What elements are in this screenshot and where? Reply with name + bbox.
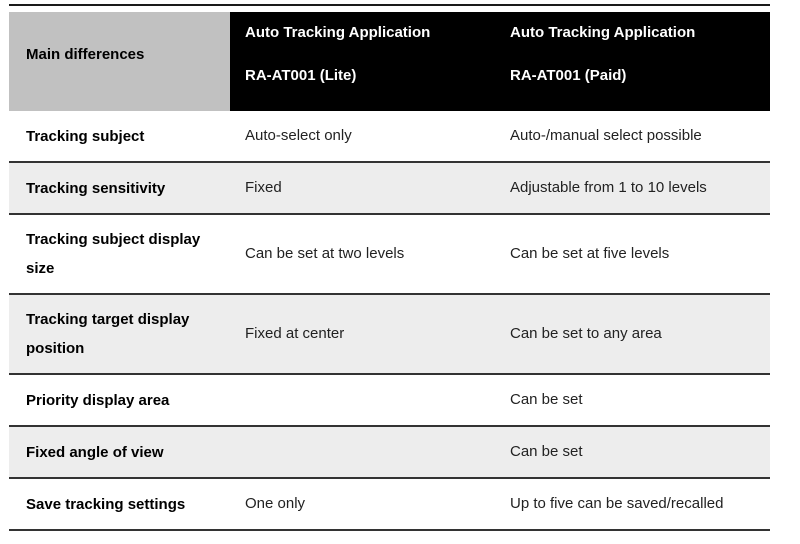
paid-value-cell: Auto-/manual select possible (510, 127, 702, 144)
header-corner-cell: Main differences (9, 12, 230, 111)
lite-value-cell: Can be set at two levels (245, 245, 405, 262)
lite-value-cell: One only (245, 495, 306, 512)
header-corner-label: Main differences (26, 46, 145, 63)
table-row: Fixed angle of view Can be set (9, 427, 770, 479)
table-body: Tracking subject Auto-select only Auto-/ma… (9, 111, 770, 531)
header-col-lite-subtitle: RA-AT001 (Lite) (245, 67, 357, 84)
table-row: Tracking subject display size Can be set … (9, 215, 770, 295)
comparison-table: Main differences Auto Tracking Applicati… (9, 4, 770, 531)
paid-value-cell: Up to five can be saved/recalled (510, 495, 724, 512)
table-row: Save tracking settings One only Up to five… (9, 479, 770, 531)
paid-value-cell: Can be set to any area (510, 325, 662, 342)
row-label-cell: Priority display area (26, 391, 170, 409)
table-header: Main differences Auto Tracking Applicati… (9, 12, 770, 111)
lite-value-cell: Auto-select only (245, 127, 352, 144)
lite-value-cell: Fixed at center (245, 325, 345, 342)
header-col-lite-title: Auto Tracking Application (245, 24, 431, 41)
header-col-paid-title: Auto Tracking Application (510, 24, 696, 41)
table-row: Priority display area Can be set (9, 375, 770, 427)
table-row: Tracking target display position Fixed at… (9, 295, 770, 375)
row-label-cell: Tracking target display position (26, 311, 190, 357)
paid-value-cell: Can be set (510, 443, 583, 460)
header-col-paid-subtitle: RA-AT001 (Paid) (510, 67, 627, 84)
lite-value-cell (230, 390, 495, 410)
paid-value-cell: Adjustable from 1 to 10 levels (510, 179, 707, 196)
lite-value-cell (230, 442, 495, 462)
lite-value-cell: Fixed (245, 179, 282, 196)
row-label-cell: Tracking subject display size (26, 231, 201, 277)
table-row: Tracking sensitivity Fixed Adjustable from… (9, 163, 770, 215)
header-col-paid: Auto Tracking Application RA-AT001 (Paid… (495, 12, 770, 111)
row-label-cell: Tracking subject (26, 127, 145, 145)
table-row: Tracking subject Auto-select only Auto-/ma… (9, 111, 770, 163)
paid-value-cell: Can be set (510, 391, 583, 408)
row-label-cell: Fixed angle of view (26, 443, 164, 461)
row-label-cell: Tracking sensitivity (26, 179, 166, 197)
row-label-cell: Save tracking settings (26, 495, 186, 513)
paid-value-cell: Can be set at five levels (510, 245, 670, 262)
header-col-lite: Auto Tracking Application RA-AT001 (Lite… (230, 12, 495, 111)
table-top-rule (9, 4, 770, 6)
